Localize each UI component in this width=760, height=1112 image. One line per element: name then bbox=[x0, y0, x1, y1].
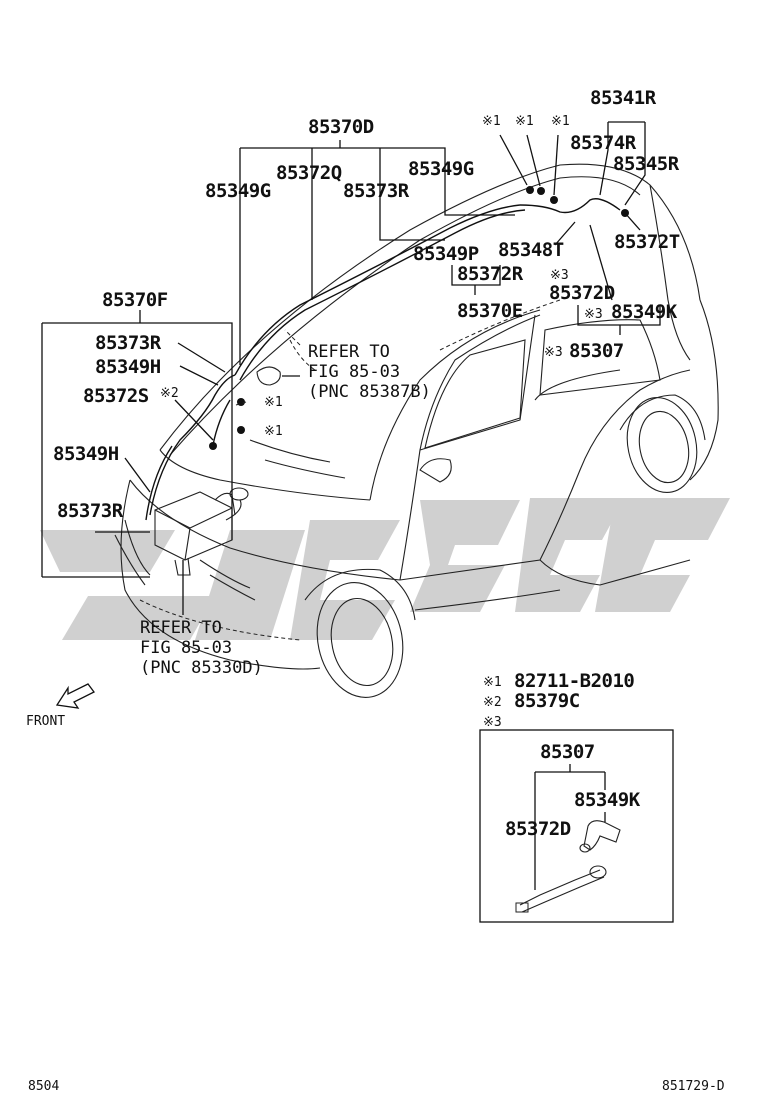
ref-upper-line2: FIG 85-03 bbox=[308, 362, 400, 382]
label-85345R: 85345R bbox=[613, 153, 680, 175]
watermark-logo bbox=[40, 498, 730, 640]
mark-1-e: ※1 bbox=[264, 424, 283, 439]
legend-part-1: 82711-B2010 bbox=[514, 670, 634, 692]
nozzle-b bbox=[537, 187, 545, 195]
ref-upper-line3: (PNC 85387B) bbox=[308, 382, 431, 402]
mark-2: ※2 bbox=[160, 386, 179, 401]
rear-washer-motor bbox=[256, 366, 300, 386]
label-85373R-top: 85373R bbox=[343, 180, 410, 202]
nozzle-c bbox=[550, 196, 558, 204]
label-85373R-low: 85373R bbox=[57, 500, 124, 522]
ref-lower-line2: FIG 85-03 bbox=[140, 638, 232, 658]
label-85370F: 85370F bbox=[102, 289, 168, 311]
footer-left: 8504 bbox=[28, 1079, 59, 1094]
label-85374R: 85374R bbox=[570, 132, 637, 154]
mark-1-a: ※1 bbox=[482, 114, 501, 129]
label-85373R-mid: 85373R bbox=[95, 332, 162, 354]
nozzle-a bbox=[526, 186, 534, 194]
label-85348T: 85348T bbox=[498, 239, 564, 261]
legend-mark-2: ※2 bbox=[483, 695, 502, 710]
inset-label-85372D: 85372D bbox=[505, 818, 571, 840]
legend-mark-3: ※3 bbox=[483, 715, 502, 730]
reference-lower: REFER TO FIG 85-03 (PNC 85330D) bbox=[140, 618, 263, 678]
label-85349G-left: 85349G bbox=[205, 180, 271, 202]
inset-label-85349K: 85349K bbox=[574, 789, 641, 811]
mark-3-b: ※3 bbox=[584, 307, 603, 322]
legend: ※1 82711-B2010 ※2 85379C ※3 bbox=[483, 670, 635, 730]
mark-1-b: ※1 bbox=[515, 114, 534, 129]
label-85349H-low: 85349H bbox=[53, 443, 119, 465]
mark-1-c: ※1 bbox=[551, 114, 570, 129]
front-label: FRONT bbox=[26, 714, 65, 729]
label-85372D: 85372D bbox=[549, 282, 615, 304]
label-85349G-top: 85349G bbox=[408, 158, 474, 180]
label-85349H-mid: 85349H bbox=[95, 356, 161, 378]
clip-c bbox=[209, 442, 217, 450]
mark-1-d: ※1 bbox=[264, 395, 283, 410]
ref-lower-line3: (PNC 85330D) bbox=[140, 658, 263, 678]
label-85370D: 85370D bbox=[308, 116, 374, 138]
mark-3-a: ※3 bbox=[550, 268, 569, 283]
vehicle-body bbox=[114, 163, 719, 698]
legend-part-2: 85379C bbox=[514, 690, 580, 712]
inset-box: 85307 85349K 85372D bbox=[479, 729, 674, 923]
label-85370E: 85370E bbox=[457, 300, 523, 322]
label-85372T: 85372T bbox=[614, 231, 680, 253]
note-marks: ※1 ※1 ※1 ※3 ※3 ※3 ※2 ※1 ※1 bbox=[160, 114, 603, 439]
label-85307: 85307 bbox=[569, 340, 624, 362]
ref-lower-line1: REFER TO bbox=[140, 618, 222, 638]
footer-right: 851729-D bbox=[662, 1079, 725, 1094]
mark-3-c: ※3 bbox=[544, 345, 563, 360]
label-85372S: 85372S bbox=[83, 385, 149, 407]
label-85372Q: 85372Q bbox=[276, 162, 342, 184]
label-85372R: 85372R bbox=[457, 263, 524, 285]
leader-lines bbox=[41, 121, 661, 615]
reference-upper: REFER TO FIG 85-03 (PNC 85387B) bbox=[308, 342, 431, 402]
part-labels: 85370D 85372Q 85349G 85373R 85349G 85341… bbox=[53, 87, 680, 522]
label-85341R: 85341R bbox=[590, 87, 657, 109]
label-85349K: 85349K bbox=[611, 301, 678, 323]
front-arrow: FRONT bbox=[26, 683, 95, 729]
legend-mark-1: ※1 bbox=[483, 675, 502, 690]
inset-title: 85307 bbox=[540, 741, 595, 763]
clip-b bbox=[237, 426, 245, 434]
label-85349P: 85349P bbox=[413, 243, 479, 265]
ref-upper-line1: REFER TO bbox=[308, 342, 390, 362]
